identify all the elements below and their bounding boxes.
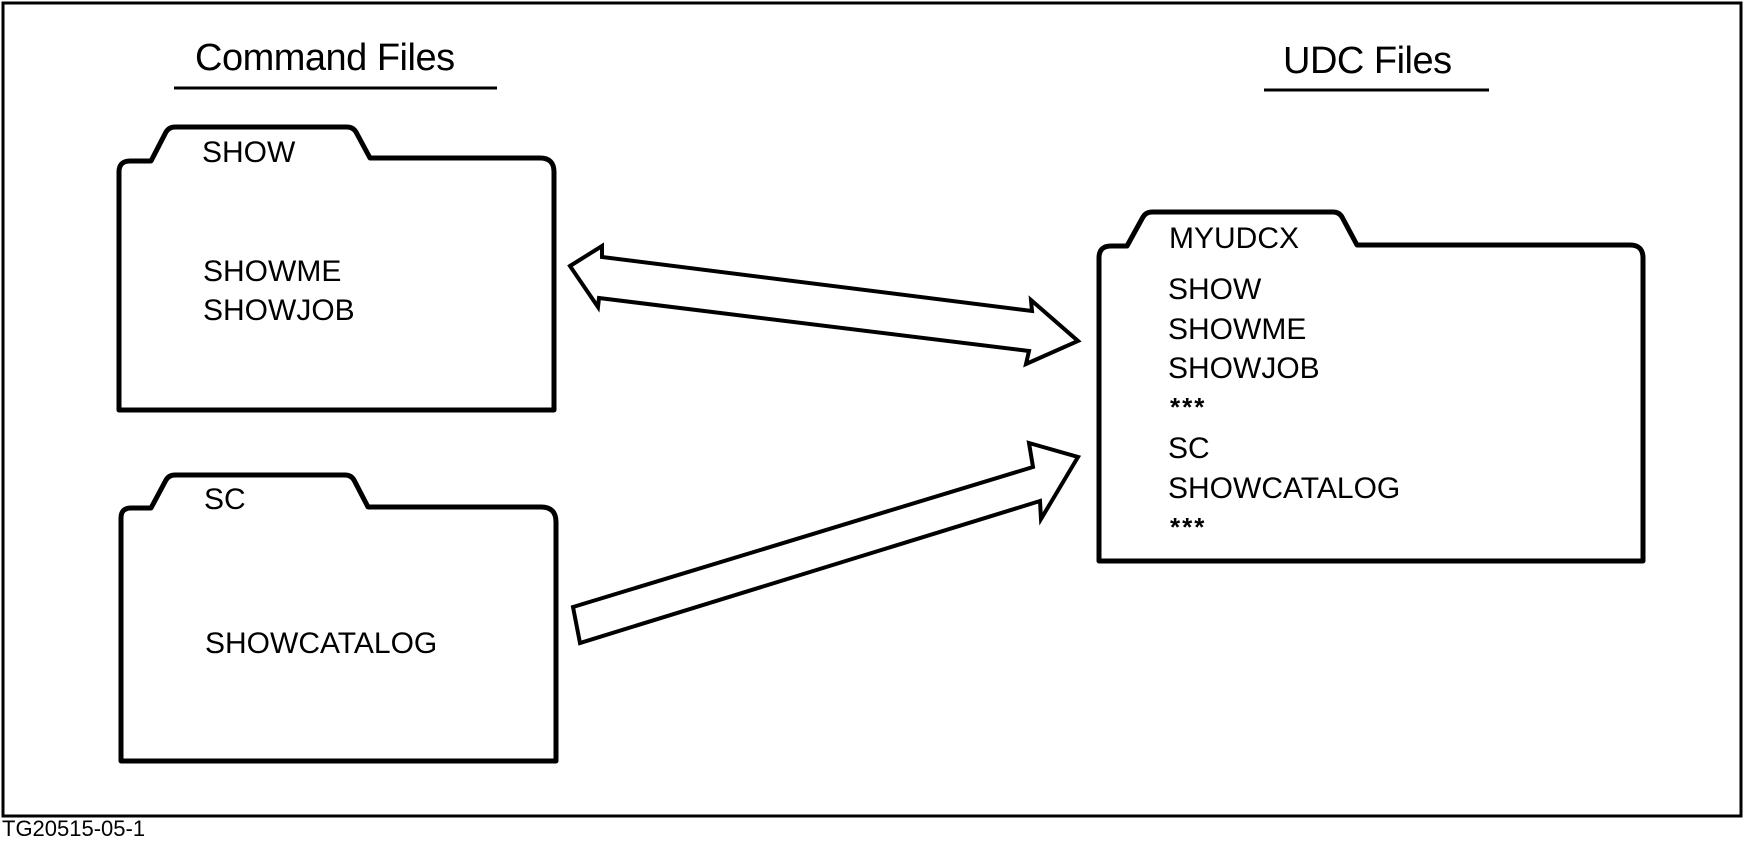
arrow-sc-myudcx (570, 440, 1082, 646)
right-heading: UDC Files (1283, 40, 1452, 82)
folder-show-outline (116, 124, 557, 413)
folder-myudcx-entry: SC (1168, 432, 1210, 465)
folder-myudcx-ellipsis: *** (1170, 392, 1207, 422)
folder-myudcx-tab-label: MYUDCX (1169, 222, 1300, 255)
folder-show-entry: SHOWME (203, 255, 342, 288)
folder-myudcx-entry: SHOWME (1168, 313, 1307, 346)
folder-myudcx-outline (1096, 209, 1646, 564)
figure-frame (1, 1, 1743, 818)
folder-show-tab-label: SHOW (202, 136, 296, 169)
folder-myudcx-ellipsis: *** (1170, 512, 1207, 542)
double-arrow-show-myudcx (567, 242, 1082, 368)
folder-myudcx-entry: SHOW (1168, 273, 1262, 306)
figure-id: TG20515-05-1 (2, 816, 146, 841)
folder-myudcx-entry: SHOWCATALOG (1168, 472, 1401, 505)
folder-sc-tab-label: SC (204, 483, 246, 516)
folder-show-entry: SHOWJOB (203, 294, 355, 327)
folder-sc-outline (118, 472, 559, 764)
left-heading: Command Files (195, 37, 455, 79)
folder-sc-entry: SHOWCATALOG (205, 627, 438, 660)
folder-myudcx-entry: SHOWJOB (1168, 352, 1320, 385)
